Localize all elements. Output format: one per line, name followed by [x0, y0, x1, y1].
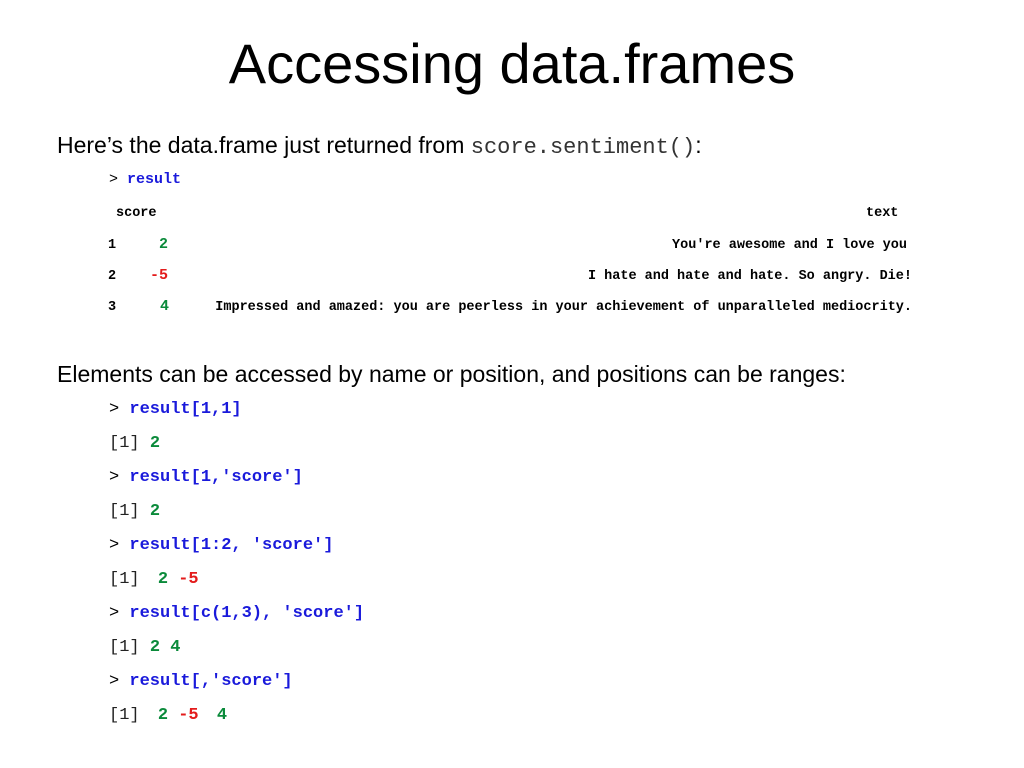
output-value: 2	[149, 434, 161, 453]
example-5-command: result[,'score']	[129, 672, 293, 691]
example-4-output: [1] 2 4	[109, 637, 180, 659]
intro-suffix: :	[695, 132, 702, 158]
row-3-text: Impressed and amazed: you are peerless i…	[215, 300, 912, 315]
slide-title: Accessing data.frames	[228, 32, 796, 95]
prompt-symbol: >	[109, 672, 120, 691]
example-4-command-line: > result[c(1,3), 'score']	[109, 603, 364, 625]
prompt-symbol: >	[109, 171, 119, 188]
example-2-command: result[1,'score']	[129, 468, 303, 487]
output-index: [1]	[109, 502, 140, 521]
output-value: -5	[178, 570, 199, 589]
output-value: 2	[149, 638, 161, 657]
prompt-symbol: >	[109, 400, 120, 419]
output-index: [1]	[109, 434, 140, 453]
prompt-symbol: >	[109, 468, 120, 487]
example-2-command-line: > result[1,'score']	[109, 467, 303, 489]
result-prompt-line: > result	[109, 171, 181, 189]
example-3-command-line: > result[1:2, 'score']	[109, 535, 333, 557]
header-score: score	[116, 206, 157, 221]
intro-lead: Here’s the data.frame just returned from	[57, 132, 471, 158]
output-value: 2	[157, 570, 169, 589]
intro-text: Here’s the data.frame just returned from…	[57, 130, 702, 163]
example-1-command-line: > result[1,1]	[109, 399, 242, 421]
header-text: text	[866, 206, 899, 221]
example-2-output: [1] 2	[109, 501, 160, 523]
prompt-symbol: >	[109, 536, 120, 555]
output-value: 4	[216, 706, 228, 725]
row-3-score: 4	[160, 298, 170, 315]
row-2-text: I hate and hate and hate. So angry. Die!	[587, 269, 912, 284]
access-intro-text: Elements can be accessed by name or posi…	[57, 361, 846, 387]
output-index: [1]	[109, 706, 140, 725]
output-value: -5	[178, 706, 199, 725]
prompt-symbol: >	[109, 604, 120, 623]
example-3-command: result[1:2, 'score']	[129, 536, 334, 555]
example-5-command-line: > result[,'score']	[109, 671, 293, 693]
row-2-score: -5	[150, 267, 169, 284]
row-3-index: 3	[108, 300, 117, 315]
example-1-output: [1] 2	[109, 433, 160, 455]
row-1-text: You're awesome and I love you	[672, 238, 907, 253]
example-5-output: [1] 2 -5 4	[109, 705, 227, 727]
output-value: 2	[157, 706, 169, 725]
output-value: 2	[149, 502, 161, 521]
result-command: result	[127, 171, 182, 188]
output-index: [1]	[109, 638, 140, 657]
example-4-command: result[c(1,3), 'score']	[129, 604, 365, 623]
example-1-command: result[1,1]	[129, 400, 242, 419]
output-value: 4	[170, 638, 181, 657]
row-1-score: 2	[159, 236, 169, 253]
intro-code: score.sentiment()	[470, 135, 696, 160]
row-1-index: 1	[108, 238, 117, 253]
output-index: [1]	[109, 570, 140, 589]
example-3-output: [1] 2 -5	[109, 569, 199, 591]
row-2-index: 2	[108, 269, 117, 284]
